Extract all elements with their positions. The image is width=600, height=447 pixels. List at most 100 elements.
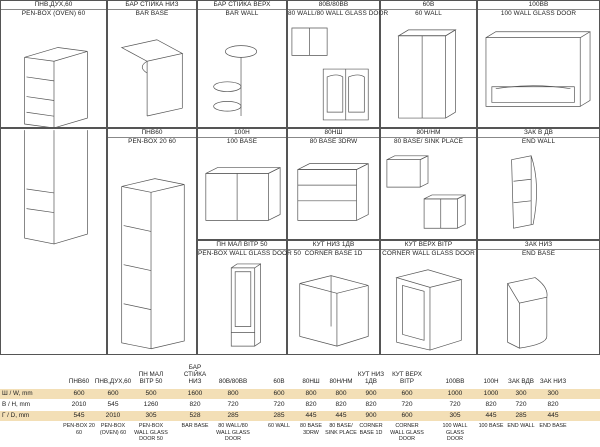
- cell-title: 100 WALL GLASS DOOR: [500, 10, 577, 17]
- table-cell: 820: [305, 401, 317, 408]
- spec-header: ПНВ60 ПНВ,ДУХ,60 ПН МАЛ ВІТР 50 БАР СТІЙКА …: [0, 357, 600, 387]
- wall-80-drawing: [288, 18, 379, 127]
- column-header: ПН МАЛ ВІТР 50: [138, 371, 164, 385]
- table-cell: 285: [515, 412, 527, 419]
- cell-code: ПНВ,ДУХ,60: [34, 1, 73, 8]
- cell-title: PEN-BOX (OVEN) 60: [21, 10, 86, 17]
- cell-code: БАР СТІЙКА ВЕРХ: [213, 1, 271, 8]
- column-header: 60В: [273, 378, 285, 385]
- table-cell: 300: [515, 390, 527, 397]
- table-cell: 600: [273, 390, 285, 397]
- column-header: 80Н/НМ: [329, 378, 353, 385]
- row-label: Г / D, mm: [2, 412, 30, 419]
- cell-code: ЗАК НИЗ: [524, 241, 553, 248]
- spec-table: ПНВ60 ПНВ,ДУХ,60 ПН МАЛ ВІТР 50 БАР СТІЙКА …: [0, 357, 600, 447]
- column-footer: 60 WALL: [268, 423, 290, 429]
- cell-title: CORNER BASE 1D: [304, 250, 363, 257]
- cell-bar-wall: БАР СТІЙКА ВЕРХ BAR WALL: [197, 0, 287, 128]
- table-cell: 1000: [483, 390, 499, 397]
- corner-base-drawing: [288, 258, 379, 354]
- wall-60-drawing: [381, 18, 476, 127]
- table-cell: 720: [449, 401, 461, 408]
- table-cell: 800: [335, 390, 347, 397]
- table-cell: 720: [515, 401, 527, 408]
- column-footer: CORNER WALL GLASS DOOR: [390, 423, 424, 442]
- cell-penbox-oven-body: [0, 128, 107, 355]
- table-cell: 820: [547, 401, 559, 408]
- cell-base-80-3drw: 80НШ 80 BASE 3DRW: [287, 128, 380, 240]
- table-cell: 720: [227, 401, 239, 408]
- base-80-3drw-drawing: [288, 146, 379, 239]
- cell-penbox-oven: ПНВ,ДУХ,60 PEN-BOX (OVEN) 60: [0, 0, 107, 128]
- penbox-oven-lower-drawing: [1, 129, 106, 354]
- column-header: ЗАК ВДВ: [508, 378, 534, 385]
- cell-title: 60 WALL: [415, 10, 442, 17]
- column-header: 80НШ: [302, 378, 320, 385]
- column-footer: PEN-BOX (OVEN) 60: [99, 423, 127, 436]
- table-cell: 1600: [187, 390, 203, 397]
- column-footer: 100 BASE: [478, 423, 504, 429]
- cell-end-base: ЗАК НИЗ END BASE: [477, 240, 600, 355]
- column-header: ПНВ60: [68, 378, 90, 385]
- table-cell: 285: [227, 412, 239, 419]
- end-wall-drawing: [478, 146, 599, 239]
- column-header: КУТ НИЗ 1ДВ: [357, 371, 385, 385]
- table-cell: 600: [401, 390, 413, 397]
- bar-wall-drawing: [198, 18, 286, 127]
- column-footer: END BASE: [539, 423, 567, 429]
- cell-code: 80НШ: [324, 129, 343, 136]
- column-footer: CORNER BASE 1D: [359, 423, 383, 436]
- cell-title: END BASE: [521, 250, 556, 257]
- table-cell: 545: [73, 412, 85, 419]
- table-cell: 1000: [447, 390, 463, 397]
- table-cell: 445: [485, 412, 497, 419]
- cell-wall-60: 60В 60 WALL: [380, 0, 477, 128]
- cell-code: КУТ НИЗ 1ДВ: [312, 241, 355, 248]
- table-cell: 1260: [143, 401, 159, 408]
- table-cell: 445: [335, 412, 347, 419]
- column-header: КУТ ВЕРХ ВІТР: [392, 371, 422, 385]
- table-cell: 820: [485, 401, 497, 408]
- table-cell: 600: [401, 412, 413, 419]
- cell-bar-base: БАР СТІЙКА НИЗ BAR BASE: [107, 0, 197, 128]
- column-header: ПНВ,ДУХ,60: [94, 378, 132, 385]
- cell-end-wall: ЗАК В ДВ END WALL: [477, 128, 600, 240]
- column-footer: PEN-BOX 20 60: [63, 423, 95, 436]
- table-cell: 528: [189, 412, 201, 419]
- table-cell: 2010: [71, 401, 87, 408]
- cell-code: ПНВ60: [141, 129, 163, 136]
- cell-title: 80 BASE/ SINK PLACE: [393, 138, 464, 145]
- table-cell: 300: [547, 390, 559, 397]
- row-label: В / H, mm: [2, 401, 30, 408]
- cell-penbox-20: ПНВ60 PEN-BOX 20 60: [107, 128, 197, 355]
- table-cell: 900: [365, 390, 377, 397]
- table-cell: 800: [227, 390, 239, 397]
- table-cell: 305: [449, 412, 461, 419]
- table-cell: 600: [107, 390, 119, 397]
- column-header: 100Н: [483, 378, 499, 385]
- cell-title: BAR WALL: [225, 10, 259, 17]
- cell-penbox-wall-glass: ПН МАЛ ВІТР 50 PEN-BOX WALL GLASS DOOR 5…: [197, 240, 301, 355]
- cell-title: BAR BASE: [135, 10, 169, 17]
- table-cell: 445: [547, 412, 559, 419]
- table-cell: 820: [335, 401, 347, 408]
- base-80-sink-drawing: [381, 146, 476, 239]
- table-cell: 2010: [105, 412, 121, 419]
- end-base-drawing: [478, 258, 599, 354]
- column-footer: 100 WALL GLASS DOOR: [442, 423, 468, 442]
- column-footer: 80 BASE/ SINK PLACE: [325, 423, 357, 436]
- cell-code: КУТ ВЕРХ ВІТР: [404, 241, 453, 248]
- row-label: Ш / W, mm: [2, 390, 33, 397]
- cell-code: 100ВВ: [528, 1, 549, 8]
- table-cell: 445: [305, 412, 317, 419]
- cell-title: 80 BASE 3DRW: [309, 138, 358, 145]
- cell-code: 60В: [422, 1, 435, 8]
- cell-code: 100Н: [234, 129, 250, 136]
- cabinet-catalog-grid: ПНВ,ДУХ,60 PEN-BOX (OVEN) 60 ПНВ60 PEN-B…: [0, 0, 600, 355]
- base-100-drawing: [198, 146, 286, 239]
- column-header: БАР СТІЙКА НИЗ: [183, 364, 207, 385]
